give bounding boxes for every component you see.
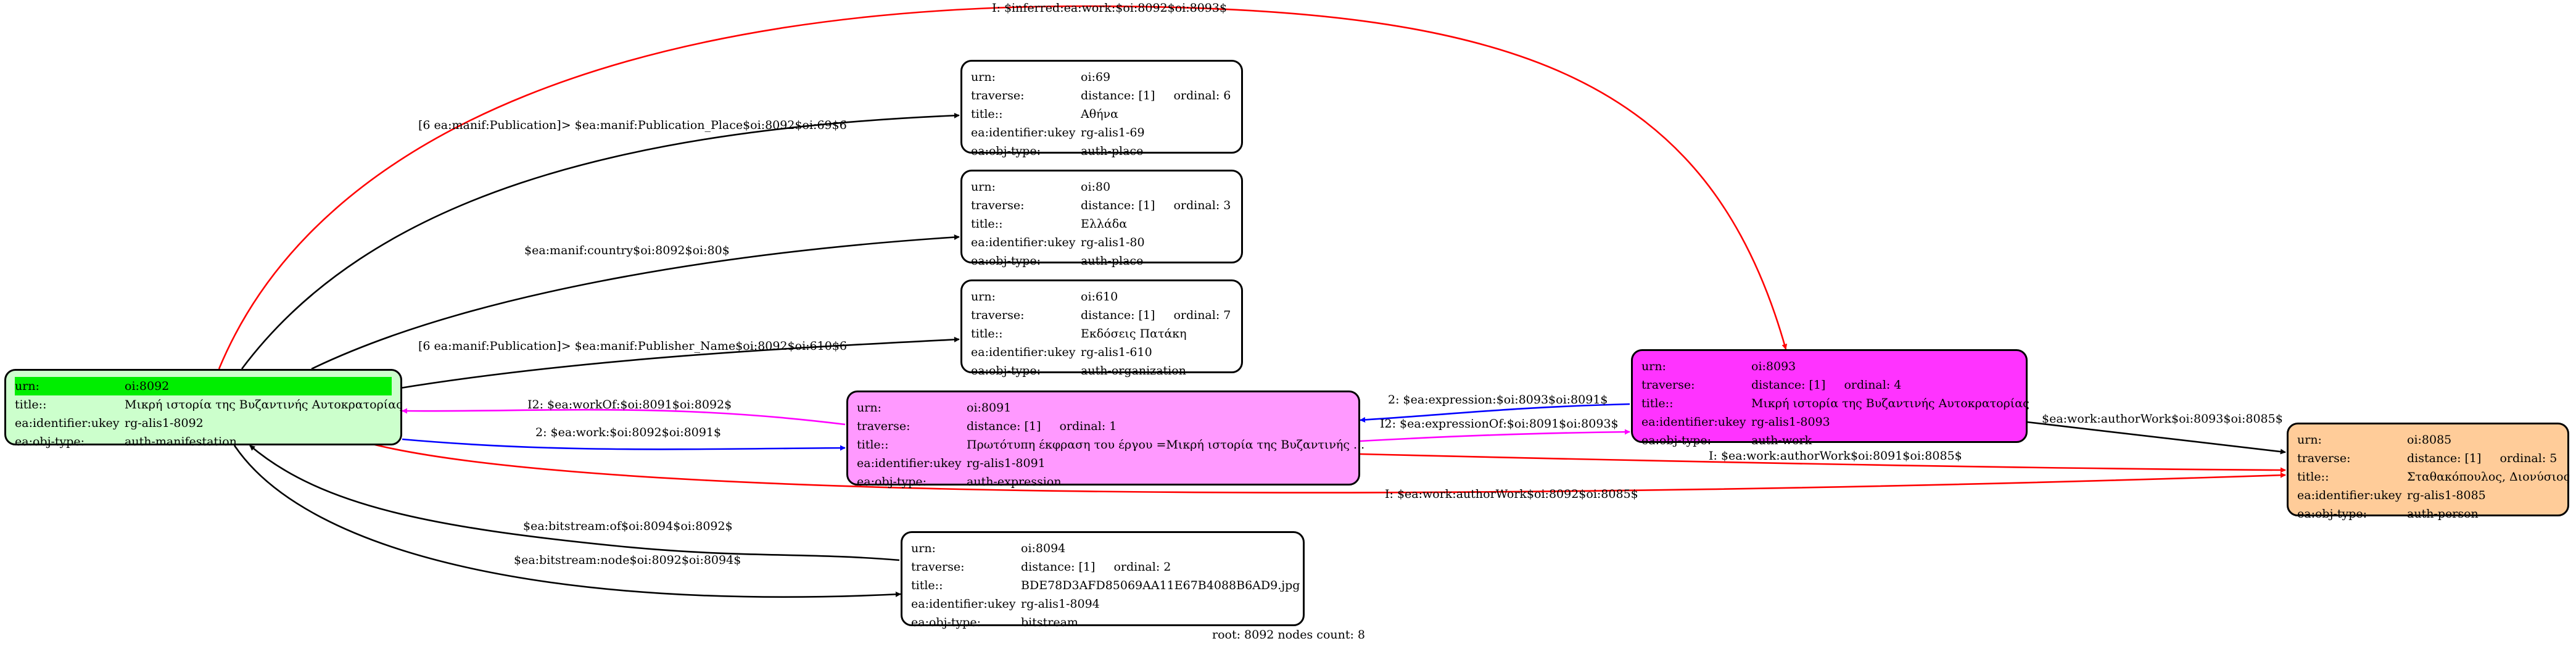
node-row-objtype: ea:obj-type:auth-person: [2297, 507, 2479, 521]
node-row-title: title::Μικρή ιστορία της Βυζαντινής Αυτο…: [1641, 397, 2029, 410]
node-row-urn: urn:oi:8091: [857, 401, 1012, 415]
node-row-urn: urn:oi:8092: [15, 377, 392, 395]
node-row-traverse: traverse:distance: [1]ordinal: 4: [1641, 378, 1902, 392]
node-610[interactable]: urn:oi:610 traverse:distance: [1]ordinal…: [960, 279, 1243, 378]
node-row-objtype: ea:obj-type:auth-manifestation: [15, 435, 237, 449]
node-row-title: title::BDE78D3AFD85069AA11E67B4088B6AD9.…: [911, 579, 1300, 592]
node-row-urn: urn:oi:8093: [1641, 360, 1796, 373]
edge-label-manif-country: $ea:manif:country$oi:8092$oi:80$: [524, 244, 730, 257]
node-row-traverse: traverse:distance: [1]ordinal: 5: [2297, 452, 2557, 465]
edge-publication-place: [241, 112, 960, 370]
edge-bitstream-of: [249, 445, 900, 561]
node-row-objtype: ea:obj-type:bitstream: [911, 616, 1078, 629]
node-row-title: title::Αθήνα: [971, 107, 1118, 121]
node-row-title: title::Εκδόσεις Πατάκη: [971, 327, 1187, 341]
edge-label-author-work-8092: I: $ea:work:authorWork$oi:8092$oi:8085$: [1385, 487, 1638, 501]
edge-label-work: 2: $ea:work:$oi:8092$oi:8091$: [535, 426, 722, 439]
node-row-title: title::Σταθακόπουλος, Διονύσιος: [2297, 470, 2570, 484]
node-row-objtype: ea:obj-type:auth-organization: [971, 364, 1186, 378]
node-row-traverse: traverse:distance: [1]ordinal: 6: [971, 89, 1231, 102]
edge-label-work-of: I2: $ea:workOf:$oi:8091$oi:8092$: [527, 398, 732, 411]
edge-bitstream-node: [233, 445, 901, 598]
node-row-traverse: traverse:distance: [1]ordinal: 7: [971, 308, 1231, 322]
node-8085[interactable]: urn:oi:8085 traverse:distance: [1]ordina…: [2287, 423, 2570, 521]
edge-label-author-work-8093: $ea:work:authorWork$oi:8093$oi:8085$: [2042, 412, 2283, 426]
node-row-title: title::Μικρή ιστορία της Βυζαντινής Αυτο…: [15, 398, 403, 411]
node-8092[interactable]: urn:oi:8092 title::Μικρή ιστορία της Βυζ…: [4, 369, 403, 449]
edge-work: [402, 438, 846, 451]
node-row-objtype: ea:obj-type:auth-work: [1641, 434, 1812, 447]
node-row-objtype: ea:obj-type:auth-expression: [857, 475, 1062, 489]
node-row-urn: urn:oi:80: [971, 180, 1111, 194]
edge-inferred-work: [218, 5, 1788, 370]
edge-author-work-8091: [1360, 453, 2286, 473]
node-row-traverse: traverse:distance: [1]ordinal: 3: [971, 199, 1231, 212]
node-8093[interactable]: urn:oi:8093 traverse:distance: [1]ordina…: [1631, 349, 2029, 447]
edge-author-work-8092: [369, 442, 2286, 494]
node-row-objtype: ea:obj-type:auth-place: [971, 144, 1144, 158]
edge-label-publisher-name: [6 ea:manif:Publication]> $ea:manif:Publ…: [418, 339, 847, 353]
node-69[interactable]: urn:oi:69 traverse:distance: [1]ordinal:…: [960, 60, 1243, 158]
edge-label-publication-place: [6 ea:manif:Publication]> $ea:manif:Publ…: [418, 118, 847, 132]
node-row-urn: urn:oi:8094: [911, 542, 1066, 555]
edge-label-bitstream-of: $ea:bitstream:of$oi:8094$oi:8092$: [523, 519, 733, 533]
node-row-urn: urn:oi:8085: [2297, 433, 2452, 447]
edge-manif-country: [311, 234, 960, 370]
graph-footer: root: 8092 nodes count: 8: [1212, 628, 1366, 642]
node-row-urn: urn:oi:69: [971, 70, 1111, 84]
edge-expression-of: [1360, 429, 1630, 442]
node-row-urn: urn:oi:610: [971, 290, 1118, 304]
edge-label-inferred-work: I: $inferred:ea:work:$oi:8092$oi:8093$: [992, 1, 1228, 15]
edge-publisher-name: [396, 336, 960, 390]
edge-label-author-work-8091: I: $ea:work:authorWork$oi:8091$oi:8085$: [1709, 449, 1962, 463]
node-8094[interactable]: urn:oi:8094 traverse:distance: [1]ordina…: [901, 531, 1305, 629]
node-row-traverse: traverse:distance: [1]ordinal: 1: [857, 420, 1117, 433]
node-row-title: title::Ελλάδα: [971, 217, 1128, 231]
edge-author-work-8093: [2026, 421, 2286, 455]
edge-work-of: [402, 408, 846, 426]
edge-label-expression: 2: $ea:expression:$oi:8093$oi:8091$: [1388, 393, 1608, 407]
edge-expression: [1360, 403, 1630, 423]
node-8091[interactable]: urn:oi:8091 traverse:distance: [1]ordina…: [846, 391, 1365, 489]
node-80[interactable]: urn:oi:80 traverse:distance: [1]ordinal:…: [960, 170, 1243, 268]
edge-label-expression-of: I2: $ea:expressionOf:$oi:8091$oi:8093$: [1380, 417, 1619, 431]
node-row-title: title::Πρωτότυπη έκφραση του έργου =Μικρ…: [857, 438, 1365, 452]
node-row-objtype: ea:obj-type:auth-place: [971, 254, 1144, 268]
edge-label-bitstream-node: $ea:bitstream:node$oi:8092$oi:8094$: [514, 553, 741, 567]
node-row-traverse: traverse:distance: [1]ordinal: 2: [911, 560, 1171, 574]
